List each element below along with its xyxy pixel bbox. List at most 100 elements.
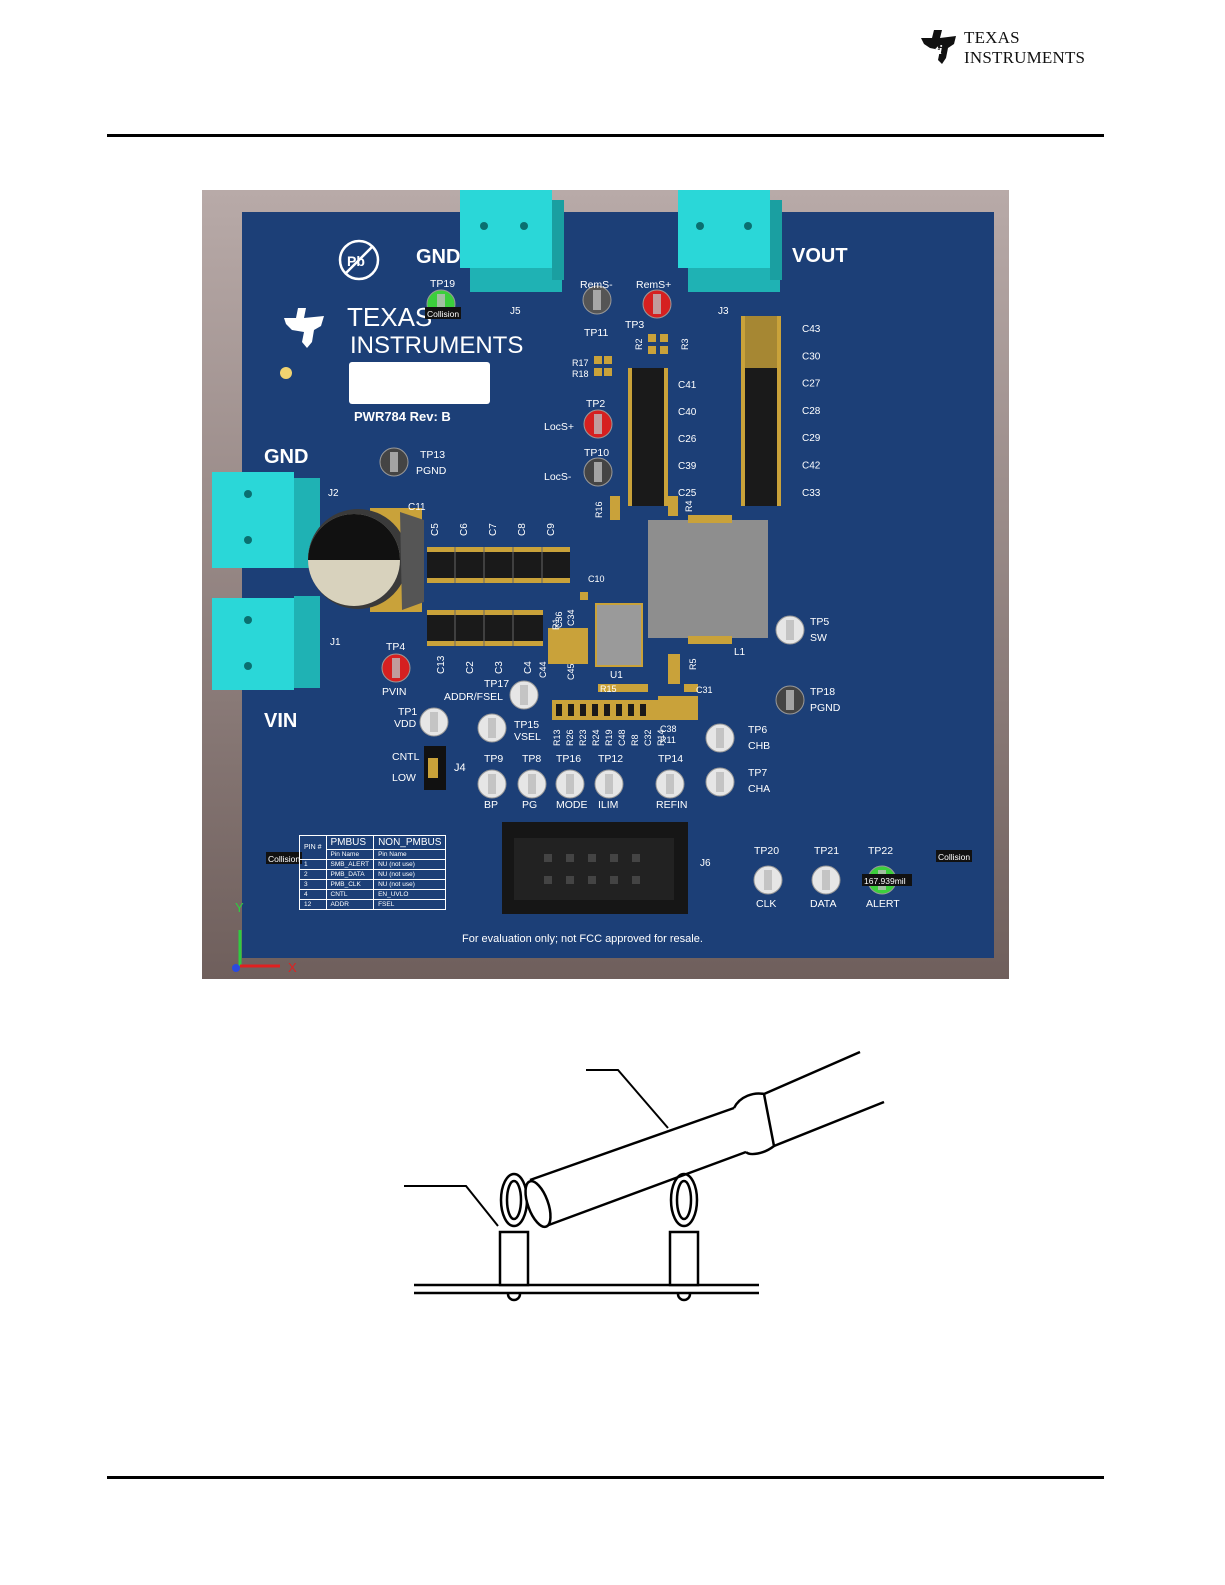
- cap-label: C25: [678, 488, 697, 499]
- cap-label: C33: [802, 488, 821, 499]
- input-caps-top: [427, 547, 570, 583]
- test-point-post: [392, 658, 400, 678]
- test-point-label: TP11: [584, 327, 608, 339]
- footer-rule: [107, 1476, 1104, 1479]
- test-point-post: [566, 774, 574, 794]
- input-caps-bottom: [427, 610, 543, 646]
- label-j3: J3: [718, 306, 729, 317]
- pin-table-subheader: Pin Name: [373, 849, 447, 860]
- pb-label: Pb: [347, 253, 365, 269]
- label-vout: VOUT: [792, 245, 848, 267]
- table-cell: NU (not use): [373, 879, 447, 890]
- collision-label-3: Collision: [938, 852, 970, 862]
- ti-logo-text: Texas Instruments: [964, 28, 1085, 68]
- cap-label: C43: [802, 324, 821, 335]
- connector-j2: [212, 472, 320, 568]
- test-point-post: [528, 774, 536, 794]
- table-cell: ADDR: [325, 899, 375, 910]
- table-cell: 3: [299, 879, 327, 890]
- test-point-label: TP16: [556, 753, 581, 765]
- measure-label: 167.939mil: [864, 876, 906, 886]
- cap-label: C13: [436, 655, 447, 674]
- pin-table-header-non-pmbus: NON_PMBUS: [373, 835, 447, 850]
- cap-label: C9: [546, 523, 557, 536]
- test-point-label: TP15: [514, 719, 539, 731]
- component-label: R4: [684, 500, 694, 512]
- test-point-label: TP14: [658, 753, 683, 765]
- component-label: C45: [566, 663, 576, 680]
- test-point-post: [390, 452, 398, 472]
- test-point-label: LOW: [392, 772, 416, 784]
- test-point-label: CHA: [748, 783, 770, 795]
- axis-y-label: Y: [235, 900, 244, 915]
- test-point-label: TP5: [810, 616, 829, 628]
- test-point-label: RemS+: [636, 279, 671, 291]
- connector-j6: [502, 822, 688, 914]
- test-point-label: LocS-: [544, 471, 572, 483]
- test-point-label: TP6: [748, 724, 767, 736]
- table-cell: PMB_CLK: [325, 879, 375, 890]
- ti-logo-icon: ti: [921, 30, 956, 64]
- component-label: C10: [588, 574, 605, 584]
- component-label: R17: [572, 358, 589, 368]
- cap-label: C3: [494, 661, 505, 674]
- test-point-label: PGND: [416, 465, 447, 477]
- capacitor-c11: [308, 508, 424, 612]
- table-cell: NU (not use): [373, 859, 447, 870]
- component-label: R18: [572, 369, 589, 379]
- component-label: R15: [600, 684, 617, 694]
- test-point-label: TP19: [430, 278, 455, 290]
- resistor-label: C48: [617, 729, 627, 746]
- label-blank-box: [349, 362, 490, 404]
- resistor-label: R19: [604, 729, 614, 746]
- test-point-label: VDD: [394, 718, 417, 730]
- ti-board-logo-icon: [284, 308, 324, 348]
- test-point-label: TP8: [522, 753, 541, 765]
- label-vin: VIN: [264, 710, 297, 732]
- small-parts: [548, 334, 698, 720]
- test-point-label: PG: [522, 799, 537, 811]
- axis-x-label: X: [288, 960, 297, 975]
- test-point-post: [593, 290, 601, 310]
- measure-marker: [862, 874, 912, 886]
- cap-label: C40: [678, 407, 697, 418]
- test-point-label: PVIN: [382, 686, 407, 698]
- component-label: C34: [566, 609, 576, 626]
- label-gnd-left: GND: [264, 446, 308, 468]
- test-point-label: REFIN: [656, 799, 688, 811]
- test-point-label: TP12: [598, 753, 623, 765]
- pin-table-subheader: Pin Name: [325, 849, 375, 860]
- test-point-label: TP10: [584, 447, 609, 459]
- table-cell: 4: [299, 889, 327, 900]
- test-point-post: [666, 774, 674, 794]
- connector-j5: [460, 190, 564, 292]
- test-point-label: PGND: [810, 702, 841, 714]
- test-point-post: [437, 294, 445, 314]
- resistor-label: C32: [643, 729, 653, 746]
- table-cell: 1: [299, 859, 327, 870]
- component-label: R16: [594, 501, 604, 518]
- test-point-post: [716, 772, 724, 792]
- label-j4: J4: [454, 762, 466, 774]
- table-cell: 2: [299, 869, 327, 880]
- resistor-label: R14: [656, 729, 666, 746]
- cap-label: C30: [802, 351, 821, 362]
- cap-label: C6: [459, 523, 470, 536]
- cap-label: C41: [678, 380, 697, 391]
- test-point-post: [786, 620, 794, 640]
- pin-table-header-pmbus: PMBUS: [325, 835, 375, 850]
- test-point-label: LocS+: [544, 421, 574, 433]
- test-point-post: [764, 870, 772, 890]
- test-point-post: [653, 294, 661, 314]
- test-point-label: BP: [484, 799, 498, 811]
- resistor-label: R13: [552, 729, 562, 746]
- test-point-label: TP13: [420, 449, 445, 461]
